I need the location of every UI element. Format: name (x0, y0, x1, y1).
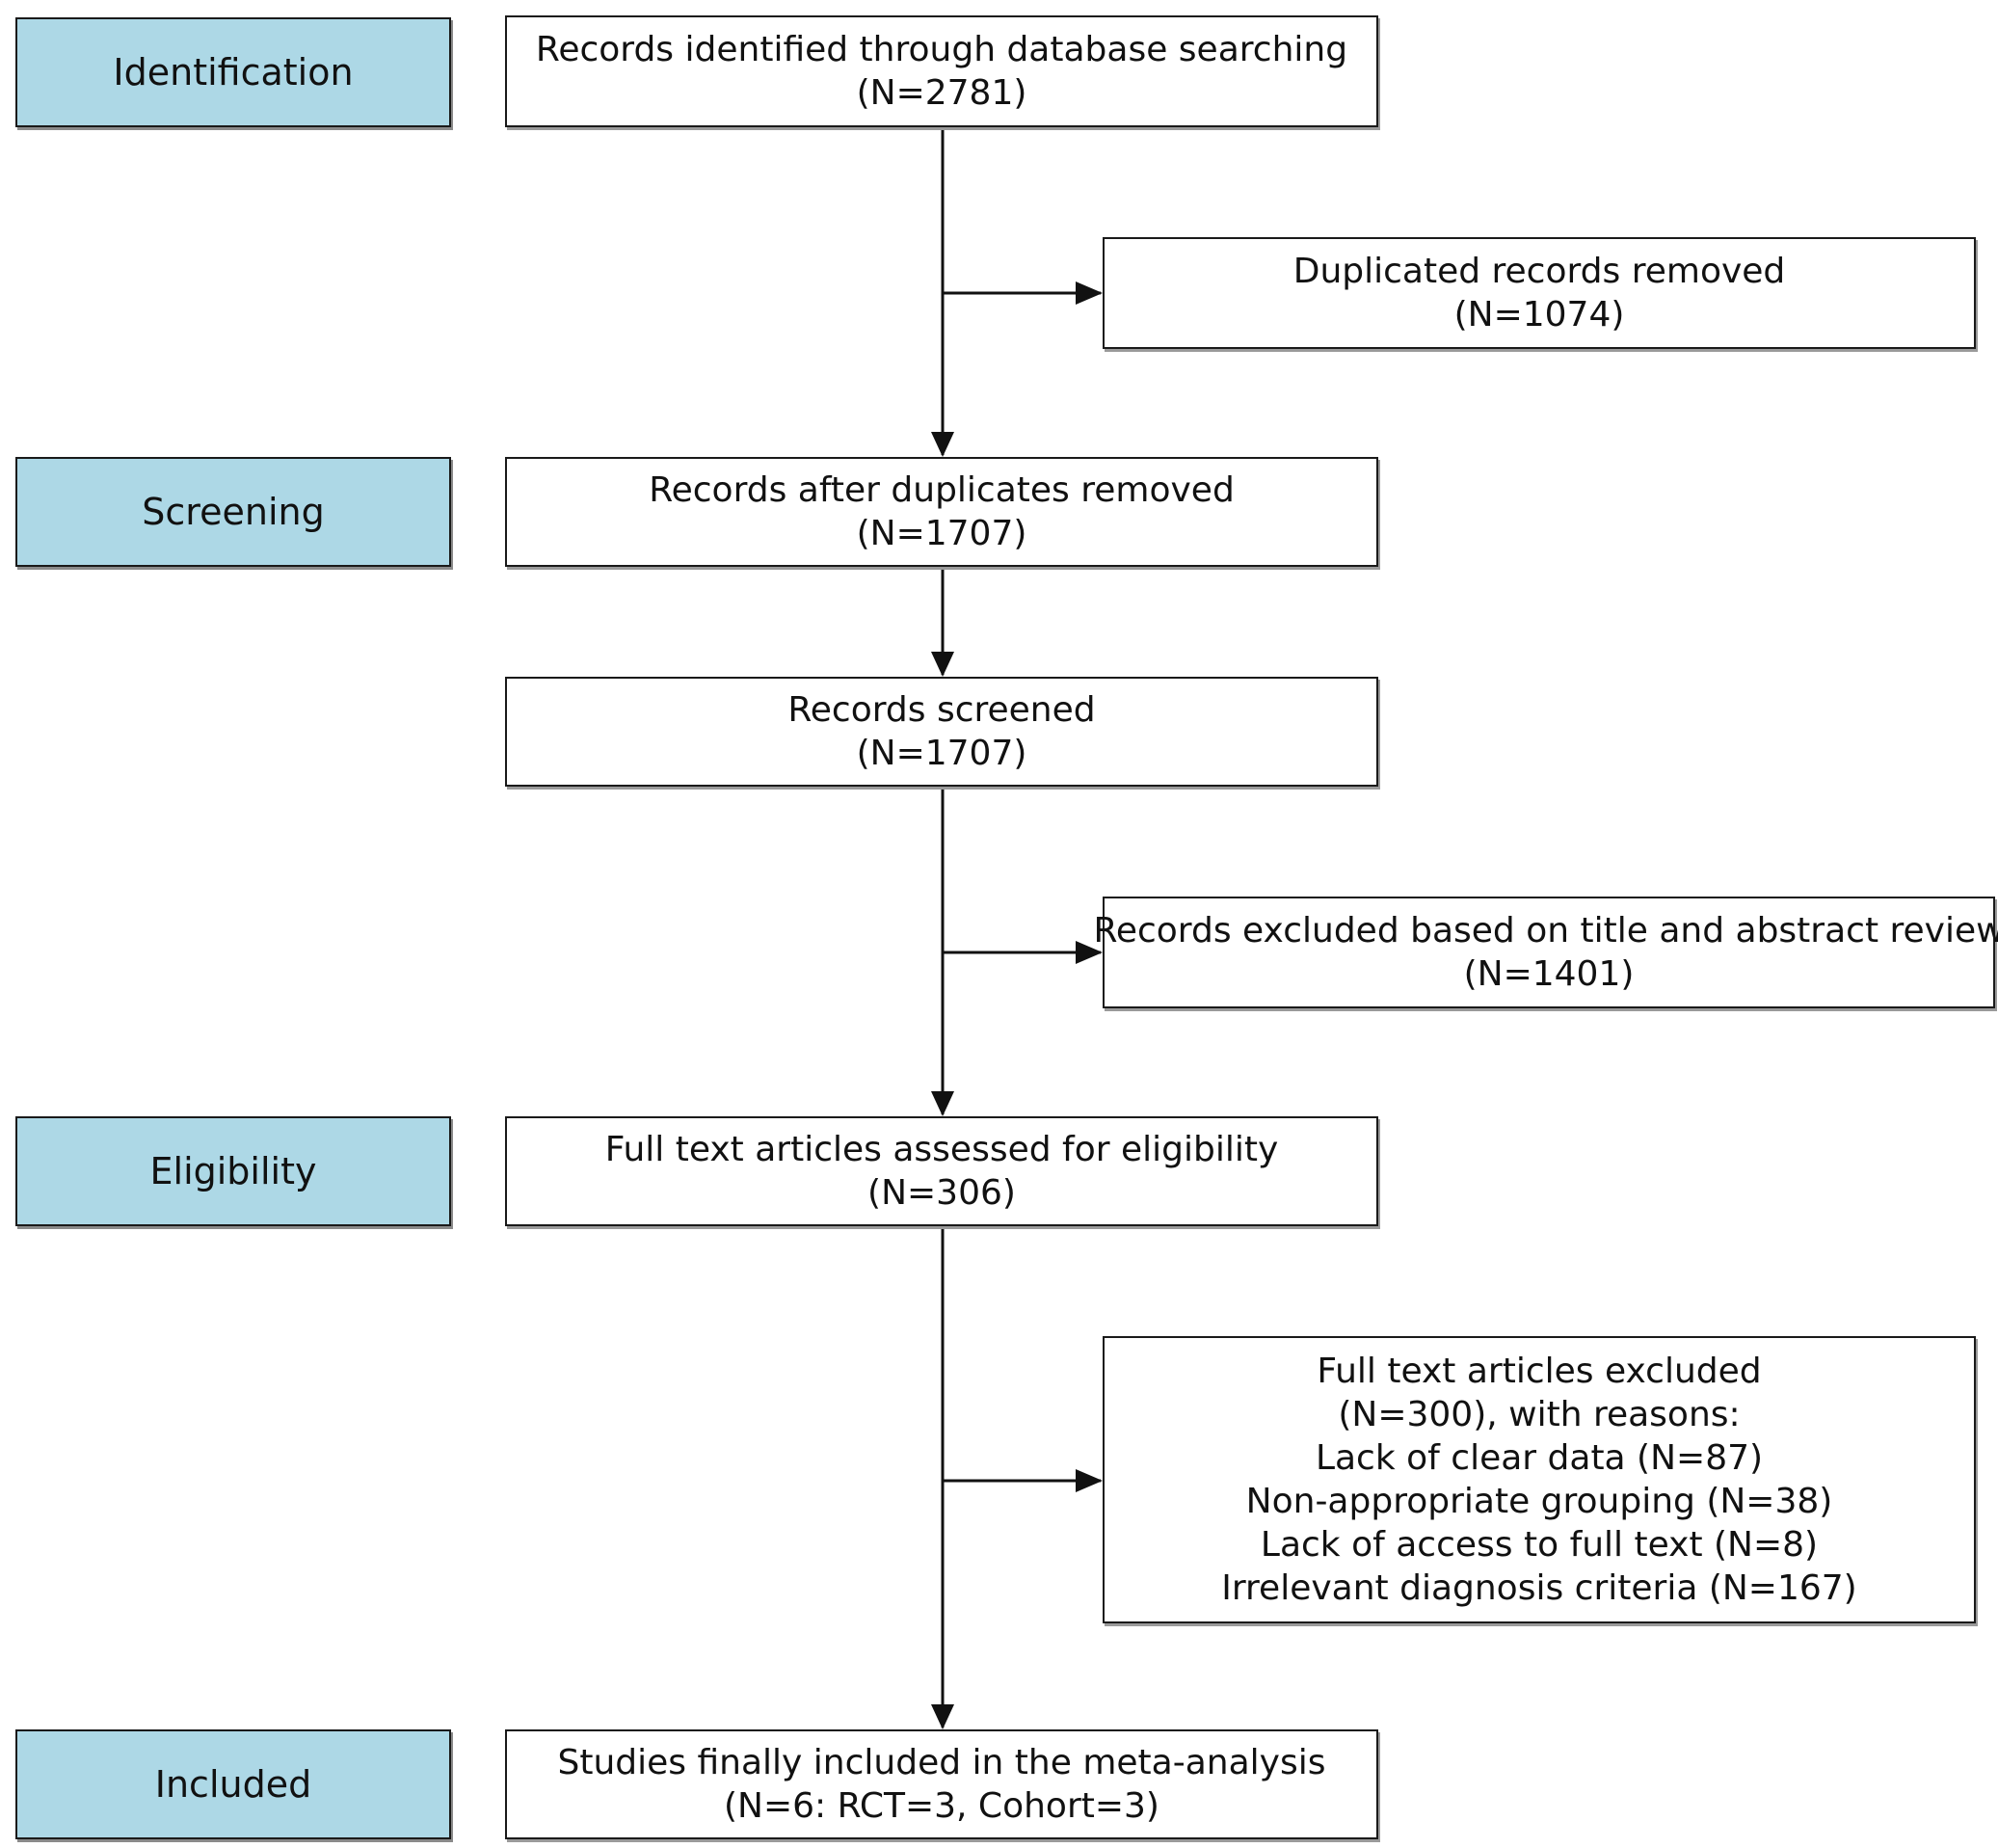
stage-identification-label: Identification (113, 51, 354, 94)
full-text-excluded-count: (N=300), with reasons: (1338, 1395, 1741, 1434)
excluded-title-abstract-text: Records excluded based on title and abst… (1093, 911, 1998, 951)
full-text-excluded-text: Full text articles excluded (1317, 1352, 1762, 1391)
arrowhead-included (931, 1704, 954, 1729)
arrowhead-full-text (931, 1091, 954, 1116)
box-duplicates-removed: Duplicated records removed (N=1074) (1103, 237, 1976, 349)
excluded-title-abstract-count: (N=1401) (1463, 954, 1635, 994)
full-text-assessed-count: (N=306) (867, 1173, 1016, 1213)
box-after-duplicates: Records after duplicates removed (N=1707… (505, 457, 1378, 567)
box-records-identified: Records identified through database sear… (505, 15, 1378, 127)
stage-eligibility-label: Eligibility (149, 1150, 317, 1192)
arrowhead-full-text-excluded (1076, 1469, 1103, 1492)
after-duplicates-text: Records after duplicates removed (649, 470, 1235, 510)
arrowhead-duplicates-removed (1076, 281, 1103, 305)
stage-identification: Identification (15, 17, 451, 127)
stage-screening-label: Screening (142, 491, 325, 533)
arrowhead-screened (931, 652, 954, 677)
records-identified-text: Records identified through database sear… (535, 30, 1348, 69)
records-identified-count: (N=2781) (856, 73, 1027, 113)
records-screened-count: (N=1707) (856, 734, 1027, 773)
box-full-text-excluded: Full text articles excluded (N=300), wit… (1103, 1336, 1976, 1623)
stage-eligibility: Eligibility (15, 1116, 451, 1226)
exclusion-reason-item: Irrelevant diagnosis criteria (N=167) (1221, 1568, 1857, 1608)
stage-included: Included (15, 1729, 451, 1839)
box-full-text-assessed: Full text articles assessed for eligibil… (505, 1116, 1378, 1226)
stage-included-label: Included (154, 1763, 312, 1806)
studies-included-count: (N=6: RCT=3, Cohort=3) (724, 1786, 1159, 1826)
duplicates-removed-count: (N=1074) (1453, 295, 1625, 335)
arrowhead-after-duplicates (931, 432, 954, 457)
exclusion-reason-item: Lack of clear data (N=87) (1315, 1438, 1764, 1478)
arrowhead-excluded-title-abstract (1076, 941, 1103, 964)
full-text-assessed-text: Full text articles assessed for eligibil… (604, 1130, 1279, 1169)
records-screened-text: Records screened (787, 690, 1096, 730)
exclusion-reason-item: Non-appropriate grouping (N=38) (1245, 1482, 1833, 1521)
box-records-screened: Records screened (N=1707) (505, 677, 1378, 787)
box-excluded-title-abstract: Records excluded based on title and abst… (1093, 897, 1998, 1008)
stage-screening: Screening (15, 457, 451, 567)
box-studies-included: Studies finally included in the meta-ana… (505, 1729, 1378, 1839)
after-duplicates-count: (N=1707) (856, 514, 1027, 553)
studies-included-text: Studies finally included in the meta-ana… (557, 1743, 1326, 1782)
duplicates-removed-text: Duplicated records removed (1292, 252, 1786, 291)
exclusion-reason-item: Lack of access to full text (N=8) (1260, 1525, 1819, 1565)
